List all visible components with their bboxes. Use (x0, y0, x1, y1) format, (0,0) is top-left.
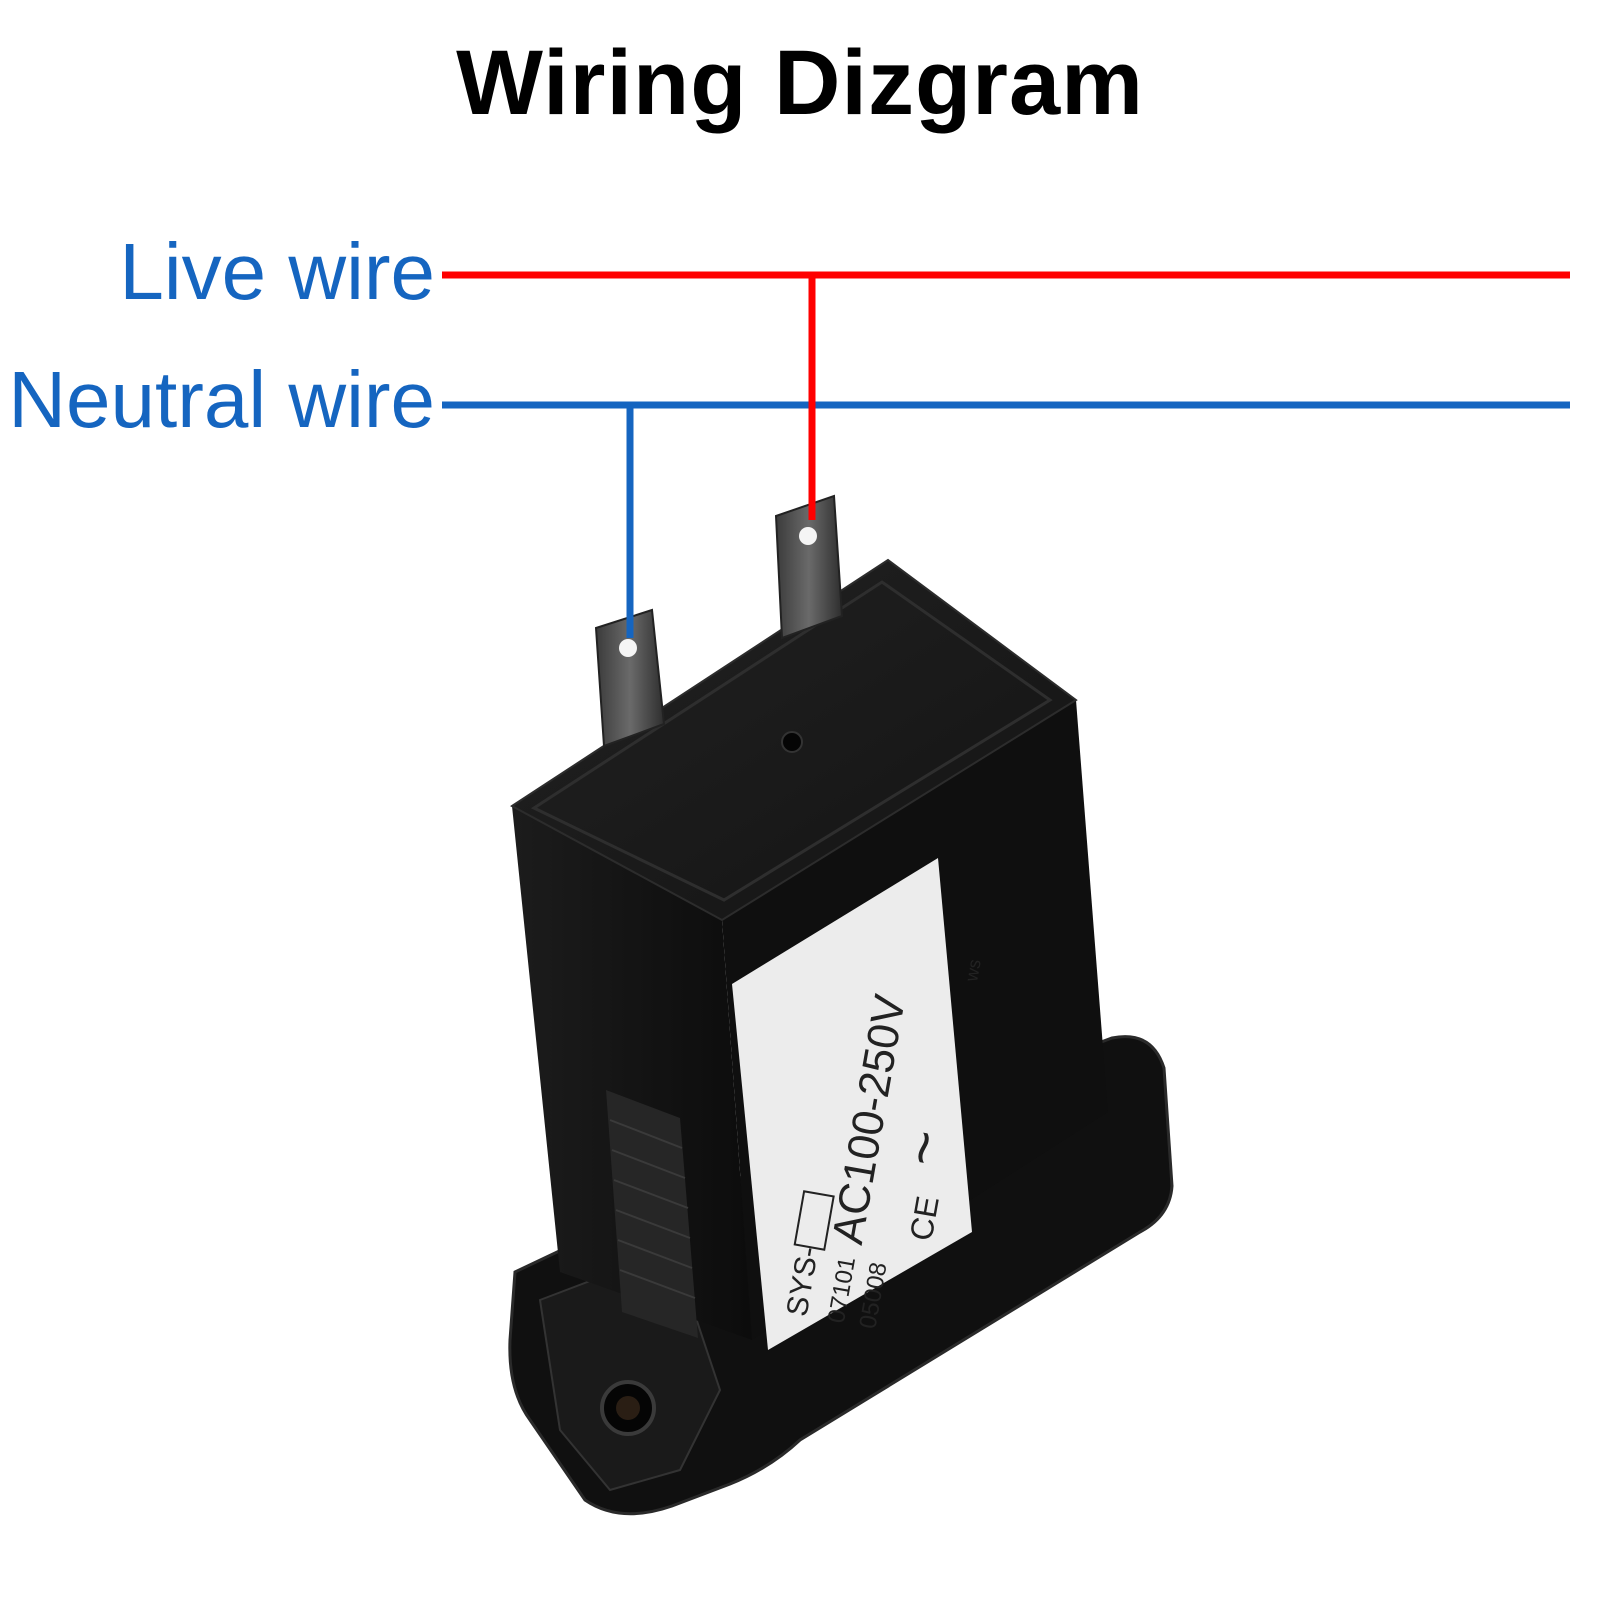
neutral-wire-label: Neutral wire (8, 355, 435, 444)
top-face-hole (781, 731, 803, 753)
live-wire-label: Live wire (119, 227, 435, 316)
device-hour-meter: SYS- 07101 05008 AC100-250V ~ CE ws (508, 494, 1174, 1516)
label-small-mark: ws (961, 958, 985, 984)
side-grille-ribs (609, 1119, 696, 1299)
neutral-terminal-hole (619, 639, 637, 657)
label-ce-mark: CE (903, 1193, 946, 1243)
label-model-box (793, 1190, 835, 1251)
device-label (732, 858, 972, 1350)
device-left-face (512, 806, 752, 1340)
top-face-rim (530, 580, 1053, 902)
live-terminal-hole (799, 527, 817, 545)
flange-hole-inner (616, 1396, 640, 1420)
diagram-title: Wiring Dizgram (456, 32, 1144, 134)
side-grille (606, 1090, 698, 1338)
